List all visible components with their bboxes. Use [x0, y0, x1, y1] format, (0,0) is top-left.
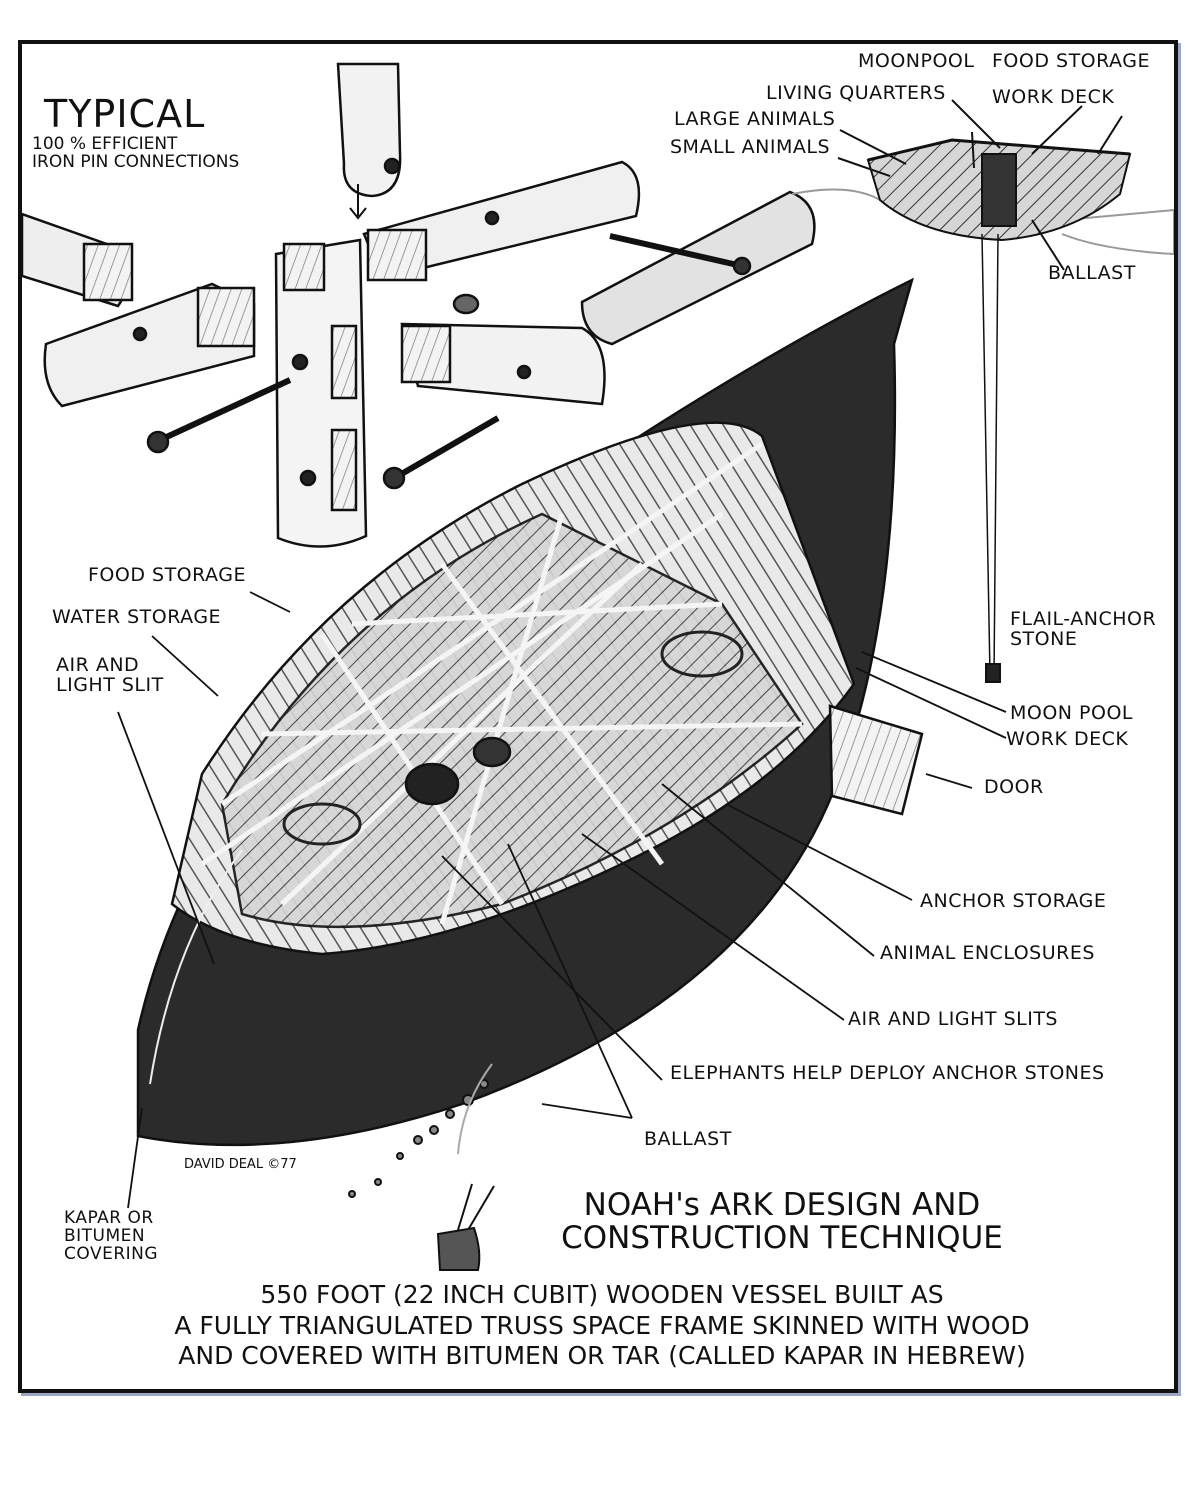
label-kapar-line-3: COVERING — [64, 1243, 159, 1264]
label-ballast-inset: BALLAST — [1048, 262, 1136, 284]
label-moon-pool: MOON POOL — [1010, 702, 1134, 724]
cross-section-inset — [791, 99, 1174, 683]
main-title-line-1: NOAH's ARK DESIGN AND — [583, 1187, 981, 1223]
typical-subtitle-line-1: 100 % EFFICIENT — [32, 134, 178, 154]
label-air-light-slit-line-1: AIR AND — [56, 654, 140, 676]
main-title: NOAH's ARK DESIGN AND CONSTRUCTION TECHN… — [542, 1189, 1022, 1254]
label-kapar-line-1: KAPAR OR — [64, 1208, 154, 1228]
typical-title: TYPICAL — [44, 92, 206, 136]
label-flail-anchor-stone: FLAIL-ANCHOR STONE — [1010, 608, 1157, 650]
label-ballast: BALLAST — [644, 1128, 732, 1150]
label-kapar-line-2: BITUMEN — [64, 1225, 146, 1246]
caption-line-2: A FULLY TRIANGULATED TRUSS SPACE FRAME S… — [174, 1310, 1030, 1340]
label-large-animals-inset: LARGE ANIMALS — [674, 108, 836, 130]
caption: 550 FOOT (22 INCH CUBIT) WOODEN VESSEL B… — [112, 1280, 1092, 1372]
label-flail-anchor-line-1: FLAIL-ANCHOR — [1010, 608, 1157, 630]
label-air-light-slit: AIR AND LIGHT SLIT — [56, 654, 164, 696]
label-food-storage: FOOD STORAGE — [88, 564, 246, 586]
label-moonpool-inset: MOONPOOL — [858, 50, 975, 72]
label-water-storage: WATER STORAGE — [52, 606, 222, 628]
label-animal-enclosures: ANIMAL ENCLOSURES — [880, 942, 1095, 964]
caption-line-3: AND COVERED WITH BITUMEN OR TAR (CALLED … — [178, 1341, 1026, 1370]
pin-connection-detail — [22, 62, 816, 548]
label-food-storage-inset: FOOD STORAGE — [992, 50, 1150, 72]
typical-subtitle-line-2: IRON PIN CONNECTIONS — [32, 151, 240, 172]
label-work-deck-inset: WORK DECK — [992, 86, 1115, 108]
label-air-light-slit-line-2: LIGHT SLIT — [56, 673, 164, 696]
illustration-frame: TYPICAL 100 % EFFICIENT IRON PIN CONNECT… — [18, 40, 1178, 1393]
main-title-line-2: CONSTRUCTION TECHNIQUE — [561, 1219, 1003, 1256]
label-kapar-covering: KAPAR OR BITUMEN COVERING — [64, 1208, 159, 1264]
caption-line-1: 550 FOOT (22 INCH CUBIT) WOODEN VESSEL B… — [260, 1280, 944, 1309]
label-living-quarters-inset: LIVING QUARTERS — [766, 82, 946, 104]
label-door: DOOR — [984, 776, 1044, 798]
label-flail-anchor-line-2: STONE — [1010, 627, 1078, 650]
label-elephants: ELEPHANTS HELP DEPLOY ANCHOR STONES — [670, 1062, 1105, 1084]
label-small-animals-inset: SMALL ANIMALS — [670, 136, 831, 158]
artist-credit: DAVID DEAL ©77 — [184, 1157, 297, 1172]
label-work-deck: WORK DECK — [1006, 728, 1129, 750]
anchor-stones — [348, 1063, 495, 1271]
typical-subtitle: 100 % EFFICIENT IRON PIN CONNECTIONS — [32, 134, 240, 172]
leader-lines — [117, 591, 1007, 1209]
label-air-light-slits: AIR AND LIGHT SLITS — [848, 1008, 1058, 1030]
label-anchor-storage: ANCHOR STORAGE — [920, 890, 1107, 912]
ark-hull — [136, 277, 924, 1147]
ark-illustration — [22, 62, 1174, 1271]
